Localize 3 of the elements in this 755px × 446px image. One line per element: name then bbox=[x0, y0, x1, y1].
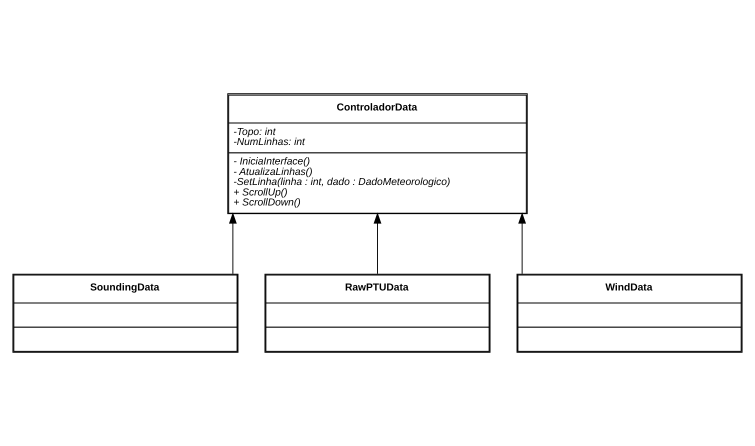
arrow bbox=[374, 212, 382, 274]
arrow bbox=[228, 212, 237, 274]
arrow bbox=[518, 212, 526, 274]
